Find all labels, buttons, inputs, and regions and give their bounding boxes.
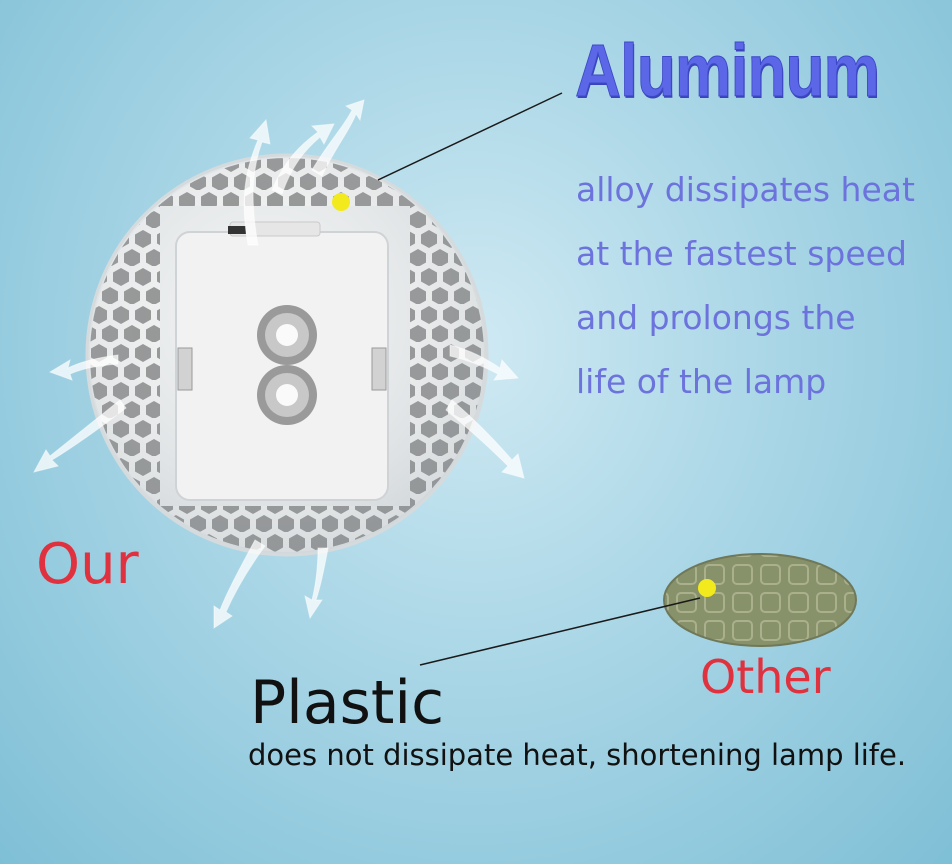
- our-label: Our: [36, 532, 139, 597]
- plastic-leader-line: [419, 597, 701, 666]
- description-line: and prolongs the: [576, 298, 856, 337]
- led-marker: [332, 193, 350, 211]
- aluminum-leader-line: [377, 92, 563, 181]
- aluminum-description: alloy dissipates heat at the fastest spe…: [576, 158, 946, 414]
- aluminum-heading: Aluminum: [575, 29, 881, 113]
- plastic-description: does not dissipate heat, shortening lamp…: [248, 738, 907, 772]
- plastic-led-marker: [698, 579, 716, 597]
- plastic-sample: [663, 553, 857, 647]
- description-line: at the fastest speed: [576, 234, 907, 273]
- description-line: alloy dissipates heat: [576, 170, 915, 209]
- aluminum-lamp-disc: [85, 153, 489, 557]
- other-label: Other: [700, 650, 831, 704]
- plastic-title: Plastic: [250, 668, 445, 738]
- description-line: life of the lamp: [576, 362, 827, 401]
- heat-arrows: [33, 99, 525, 629]
